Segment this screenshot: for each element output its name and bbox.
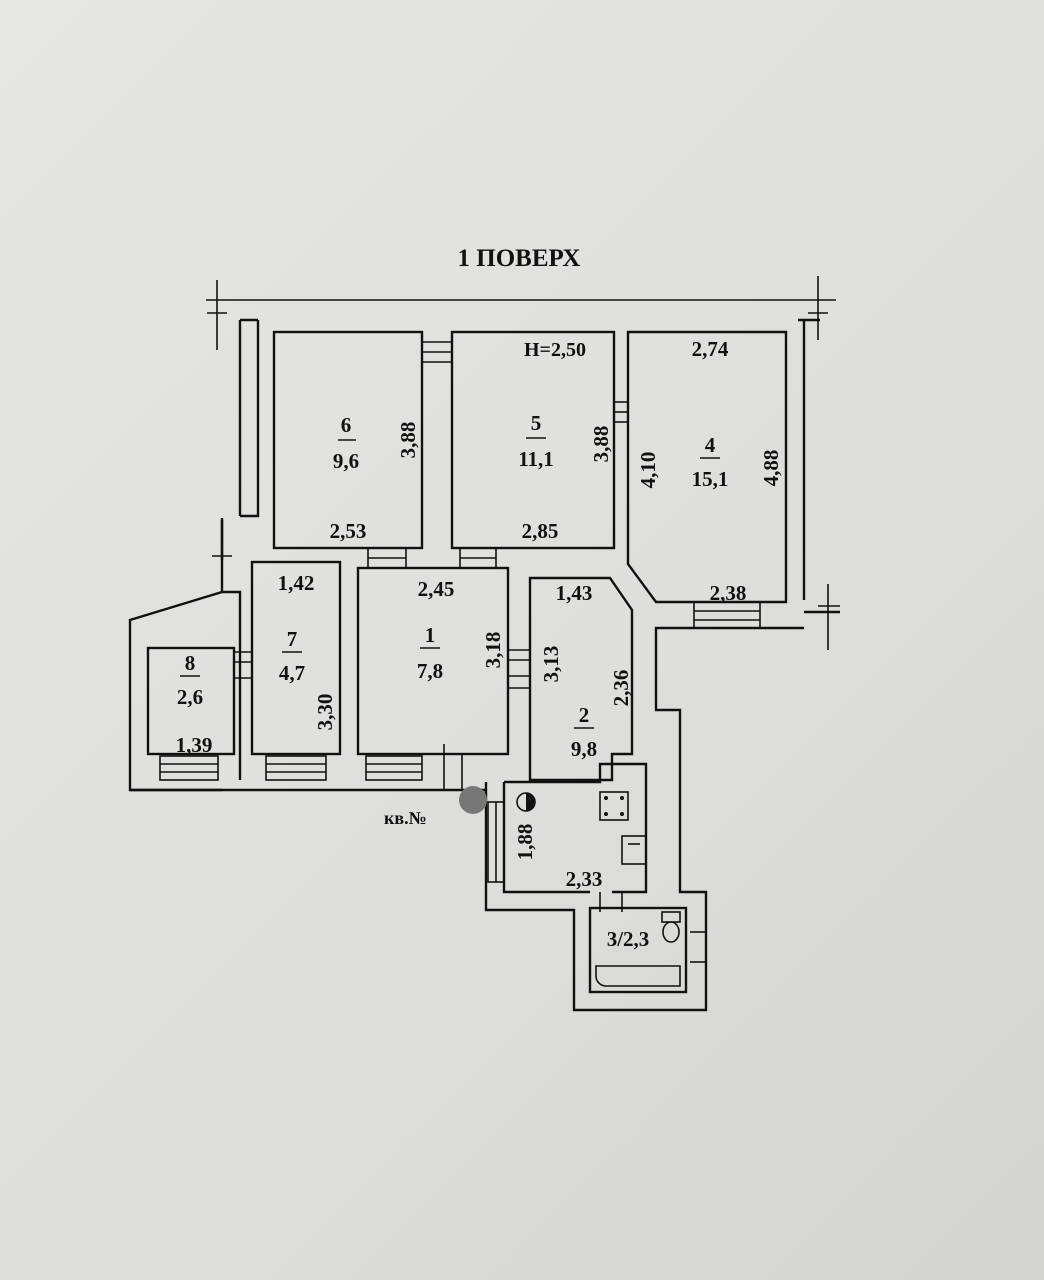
room-5-depth: 3,88 (589, 426, 613, 463)
toilet-icon (661, 911, 681, 943)
room-5-number: 5 (531, 411, 542, 435)
kitchen-depth: 1,88 (513, 824, 537, 861)
door-5-4 (614, 401, 628, 423)
room-1-number: 1 (425, 623, 436, 647)
labels: H=2,50 6 9,6 2,53 3,88 5 11,1 2,85 3,88 … (176, 337, 783, 951)
bathroom-label: 3/2,3 (607, 927, 650, 951)
marker-dot (459, 786, 487, 814)
bathtub-icon (595, 965, 681, 987)
sink-icon (621, 835, 647, 865)
room-2-area: 9,8 (571, 737, 597, 761)
room-4-number: 4 (705, 433, 716, 457)
door-1-bottom (365, 744, 463, 790)
room-4-depth-left: 4,10 (636, 452, 660, 489)
door-8-bottom (159, 755, 219, 781)
floor-title: 1 ПОВЕРХ (458, 245, 581, 272)
room-2-width: 1,43 (556, 581, 593, 605)
boiler-icon (516, 792, 536, 812)
room-7-width: 1,42 (278, 571, 315, 595)
room-6-number: 6 (341, 413, 352, 437)
room-7-depth: 3,30 (313, 694, 337, 731)
room-1-depth: 3,18 (481, 632, 505, 669)
outer-walls (128, 318, 840, 1012)
door-bath (599, 892, 706, 963)
room-1-area: 7,8 (417, 659, 443, 683)
door-7-bottom (265, 755, 327, 781)
door-6-5 (422, 341, 452, 363)
door-4-bottom (693, 601, 761, 629)
room-7-area: 4,7 (279, 661, 305, 685)
kitchen-width: 2,33 (566, 867, 603, 891)
room-2-depth: 3,13 (539, 646, 563, 683)
room-1-width: 2,45 (418, 577, 455, 601)
entrance-door (487, 801, 505, 883)
door-6-bottom (367, 548, 407, 568)
door-symbols (159, 341, 761, 963)
room-5-width: 2,85 (522, 519, 559, 543)
dimension-line (206, 276, 836, 350)
room-8-area: 2,6 (177, 685, 203, 709)
room-4-area: 15,1 (692, 467, 729, 491)
stove-icon (599, 791, 629, 821)
room-6-area: 9,6 (333, 449, 359, 473)
ceiling-height-label: H=2,50 (524, 339, 586, 361)
room-7-number: 7 (287, 627, 298, 651)
door-8-7 (234, 651, 252, 679)
apartment-label: кв.№ (384, 808, 427, 828)
room-5-area: 11,1 (518, 447, 554, 471)
room-6-depth: 3,88 (396, 422, 420, 459)
room-2-depth-right: 2,36 (609, 670, 633, 707)
door-5-bottom (459, 548, 497, 568)
room-8-width: 1,39 (176, 733, 213, 757)
room-4-width: 2,74 (692, 337, 729, 361)
room-2-number: 2 (579, 703, 590, 727)
door-1-2 (508, 649, 530, 689)
room-4-depth-right: 4,88 (759, 450, 783, 487)
room-4-width-bottom: 2,38 (710, 581, 747, 605)
room-6-width: 2,53 (330, 519, 367, 543)
fixtures (516, 791, 681, 987)
room-8-number: 8 (185, 651, 196, 675)
